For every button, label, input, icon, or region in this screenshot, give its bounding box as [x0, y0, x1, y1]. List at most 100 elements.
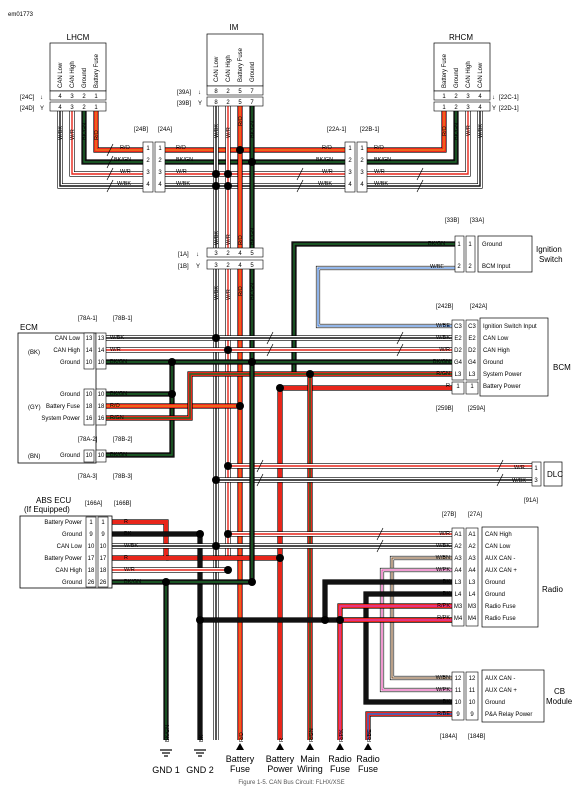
svg-text:4: 4: [360, 182, 364, 188]
rhcm-wire-3: W/BK: [478, 124, 484, 138]
svg-text:1: 1: [534, 466, 538, 472]
svg-text:(GY): (GY): [28, 405, 41, 411]
conn-39a: [39A]: [177, 90, 191, 96]
abs-pin-num-0-1: 1: [101, 520, 105, 526]
radio-pin-num-0-1: A1: [468, 532, 476, 538]
splice-dot: [276, 554, 284, 562]
lhcm-pin-num-a2: 2: [82, 94, 86, 100]
lhcm-wire-0: W/BK: [58, 126, 64, 140]
svg-text:4: 4: [348, 182, 352, 188]
splice-dot: [212, 182, 220, 190]
wire-r-gn-28: [96, 371, 452, 421]
lhcm-pin-num-b2: 2: [82, 105, 86, 111]
conn-27b: [27B]: [442, 512, 456, 518]
wire-w-be-17: [315, 265, 455, 329]
bcm-pin-label-1: CAN Low: [483, 336, 509, 342]
radio-pin-num-5-0: L4: [455, 592, 462, 598]
lhcm-pin-num-b0: 4: [58, 105, 62, 111]
conn-arrow-icon: ↓: [198, 90, 201, 96]
conn-arrow-icon: ↓: [196, 252, 199, 258]
cb-title-2: Module: [546, 697, 573, 706]
svg-text:3: 3: [146, 170, 150, 176]
svg-text:2: 2: [468, 264, 472, 270]
bcm-pin-label-4: System Power: [483, 372, 522, 378]
radio-pin-label-3: AUX CAN +: [485, 568, 517, 574]
svg-text:1: 1: [457, 242, 461, 248]
conn-1a: [1A]: [178, 252, 189, 258]
abs-pin-num-1-0: 9: [89, 532, 93, 538]
conn-fork-icon: Y: [492, 106, 496, 112]
conn-259a: [259A]: [468, 406, 486, 412]
conn-39b: [39B]: [177, 101, 191, 107]
svg-text:2: 2: [226, 263, 230, 269]
conn-184a: [184A]: [440, 734, 458, 740]
ecm-bk-pin-num-0-1: 13: [98, 336, 105, 342]
bcm-pin-num-0-0: C3: [454, 324, 462, 330]
cb-wire-1: W/PK: [436, 687, 450, 693]
im-pin-label-0: CAN Low: [214, 56, 220, 82]
im-pin-label-3: Ground: [250, 62, 256, 82]
ecm-bk-pin-num-1-0: 14: [86, 348, 93, 354]
radio-wire-3: W/PK: [436, 567, 450, 573]
svg-text:3: 3: [360, 170, 364, 176]
splice-dot: [248, 358, 256, 366]
ecm-bk-pin-num-2-1: 10: [98, 360, 105, 366]
wires-layer: [57, 106, 532, 740]
dlc-module: 1 3 DLC W/R W/BK [91A]: [512, 461, 563, 504]
lhcm-wire-3: R/O: [94, 130, 100, 141]
ignition-switch-module: [33B] [33A] 1 1 2 2 Ground BCM Input Ign…: [428, 218, 563, 273]
lhcm-title: LHCM: [67, 33, 90, 42]
bcm-pin-num-1-0: E2: [454, 336, 462, 342]
svg-text:R/O: R/O: [176, 145, 187, 151]
conn-arrow-icon: ↓: [40, 95, 43, 101]
radio-pin-num-5-1: L4: [469, 592, 476, 598]
rhcm-pin-label-2: CAN High: [466, 61, 472, 88]
splice-dot: [236, 146, 244, 154]
splice-dot: [276, 384, 284, 392]
abs-frame: [19, 515, 113, 589]
lhcm-pin-label-2: Ground: [82, 68, 88, 88]
ecm-bk-wire-0: W/BK: [110, 335, 124, 341]
terminal-label-4-0: Main: [300, 754, 320, 764]
terminal-label-3-1: Power: [267, 764, 293, 774]
radio-pin-num-0-0: A1: [454, 532, 462, 538]
ecm-bk-wire-1: W/R: [110, 347, 121, 353]
cb-pin-num-1-0: 11: [455, 688, 462, 694]
abs-wire-3: R: [124, 555, 128, 561]
wire-r-o-3: [93, 111, 143, 153]
conn-78b2: [78B-2]: [113, 437, 133, 443]
ecm-gy-pin-label-2: System Power: [41, 416, 80, 422]
svg-text:3: 3: [158, 170, 162, 176]
splice-dot: [196, 616, 204, 624]
ignition-switch-box: [477, 235, 533, 273]
abs-pin-label-0: Battery Power: [44, 520, 82, 526]
rhcm-pin-label-0: Battery Fuse: [442, 53, 448, 88]
radio-pin-num-3-0: A4: [454, 568, 462, 574]
svg-text:3: 3: [214, 251, 218, 257]
im-pin-num-b0: 8: [214, 100, 218, 106]
svg-text:5: 5: [250, 263, 254, 269]
conn-24b: [24B]: [134, 127, 148, 133]
abs-pin-num-3-1: 17: [100, 556, 107, 562]
cb-pin-label-1: AUX CAN +: [485, 688, 517, 694]
wire-w-pk-36: [379, 567, 452, 693]
radio-box: [481, 526, 539, 628]
svg-text:2: 2: [158, 158, 162, 164]
conn-259b: [259B]: [436, 406, 454, 412]
rhcm-wire-1: BK/GN: [454, 123, 460, 140]
svg-text:1: 1: [348, 146, 352, 152]
cb-pin-num-2-1: 10: [469, 700, 476, 706]
cb-pin-label-2: Ground: [485, 700, 505, 706]
lhcm-module: LHCM CAN Low CAN High Ground Battery Fus…: [20, 33, 107, 141]
ecm-gy-wire-0: BK/GN: [110, 391, 127, 397]
splice-dot: [196, 530, 204, 538]
cb-pin-num-0-0: 12: [455, 676, 462, 682]
im-wire-0: W/BK: [214, 124, 220, 138]
terminal-wire-2: R/O: [239, 732, 245, 743]
svg-text:BK/GN: BK/GN: [316, 157, 333, 163]
cb-pin-num-2-0: 10: [455, 700, 462, 706]
rhcm-pin-num-a3: 4: [478, 94, 482, 100]
svg-text:2: 2: [226, 251, 230, 257]
abs-pin-label-2: CAN Low: [57, 544, 83, 550]
